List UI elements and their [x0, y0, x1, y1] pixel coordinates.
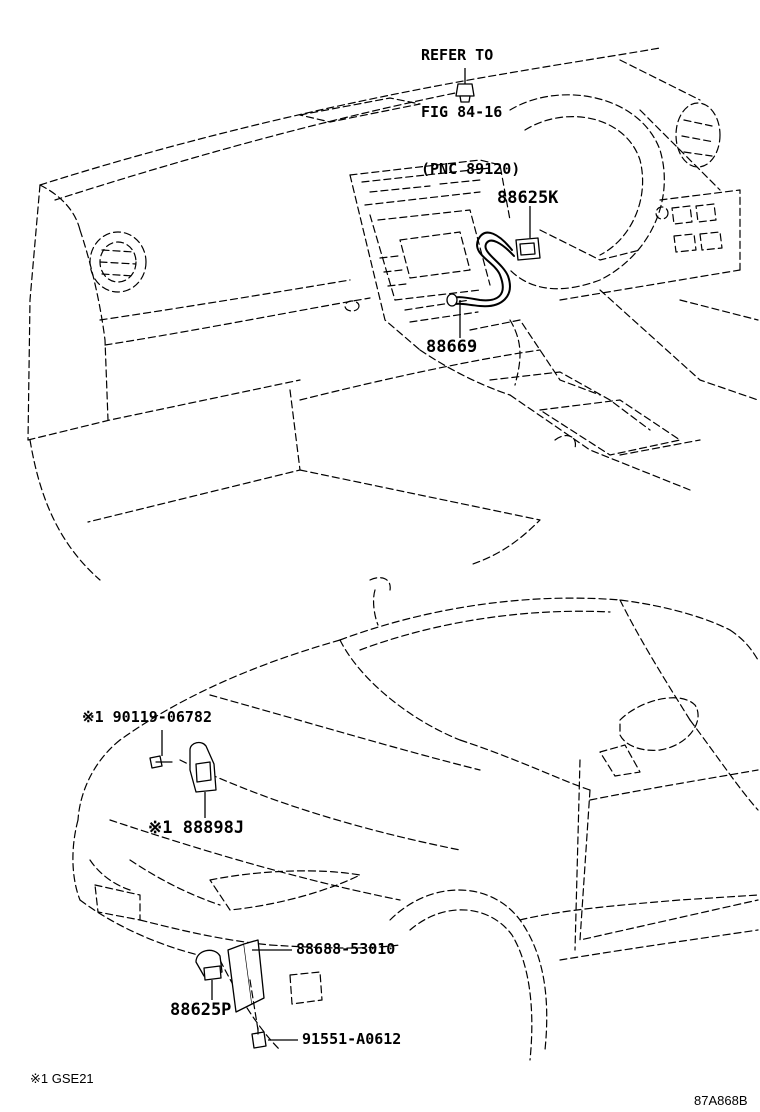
sensor-88898J-part: [189, 741, 217, 818]
part-label-90119-06782: ※1 90119-06782: [82, 708, 212, 726]
part-label-88625P: 88625P: [170, 1000, 232, 1020]
dashboard-outline: [27, 47, 759, 581]
sensor-88625P-part: [195, 949, 223, 1000]
reference-line-3: (PNC 89120): [421, 160, 521, 178]
bracket-88688-part: [227, 939, 292, 1031]
car-body-outline: [72, 577, 759, 1061]
bolt-90119-part: [149, 730, 173, 769]
aspirator-hose-part: [446, 231, 515, 338]
diagram-code: 87A868B: [694, 1093, 748, 1108]
part-label-88669: 88669: [426, 337, 478, 357]
bolt-91551-part: [251, 1027, 298, 1049]
part-label-88688-53010: 88688-53010: [296, 940, 396, 958]
footnote: ※1 GSE21: [30, 1071, 94, 1086]
part-label-88625K: 88625K: [497, 188, 559, 208]
reference-line-1: REFER TO: [421, 46, 494, 64]
solar-sensor-part: [455, 68, 475, 103]
part-label-88898J: ※1 88898J: [148, 818, 245, 838]
humidity-sensor-part: [515, 206, 541, 261]
reference-line-2: FIG 84-16: [421, 103, 503, 121]
reference-label: REFER TO FIG 84-16 (PNC 89120): [421, 8, 520, 198]
part-label-91551-A0612: 91551-A0612: [302, 1030, 402, 1048]
